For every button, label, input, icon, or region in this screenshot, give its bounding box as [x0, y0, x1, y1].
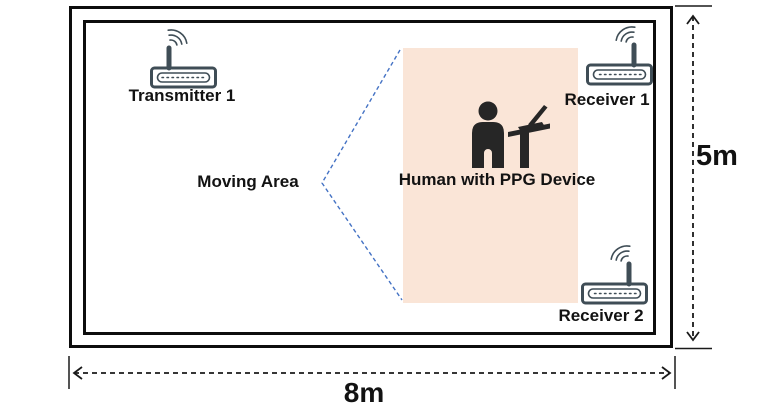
human-area-region [403, 48, 578, 303]
receiver2-router-icon [583, 246, 647, 303]
width-dimension-arrow-8m [68, 356, 676, 389]
room-height-dimension-label: 5m [696, 140, 738, 172]
room-outer-wall [69, 6, 673, 348]
human-with-ppg-device-icon [472, 101, 550, 168]
receiver2-label: Receiver 2 [558, 306, 644, 325]
height-dimension-arrow-5m [675, 5, 712, 350]
room-inner-wall [83, 20, 656, 335]
receiver1-label: Receiver 1 [564, 90, 650, 109]
human-with-ppg-device-label: Human with PPG Device [398, 170, 596, 189]
moving-area-label: Moving Area [197, 172, 299, 191]
room-width-dimension-label: 8m [343, 377, 385, 408]
transmitter1-router-icon [152, 30, 216, 87]
receiver1-router-icon [588, 27, 652, 84]
transmitter1-label: Transmitter 1 [128, 86, 236, 105]
moving-area-boundary-dashed-line [321, 49, 403, 301]
